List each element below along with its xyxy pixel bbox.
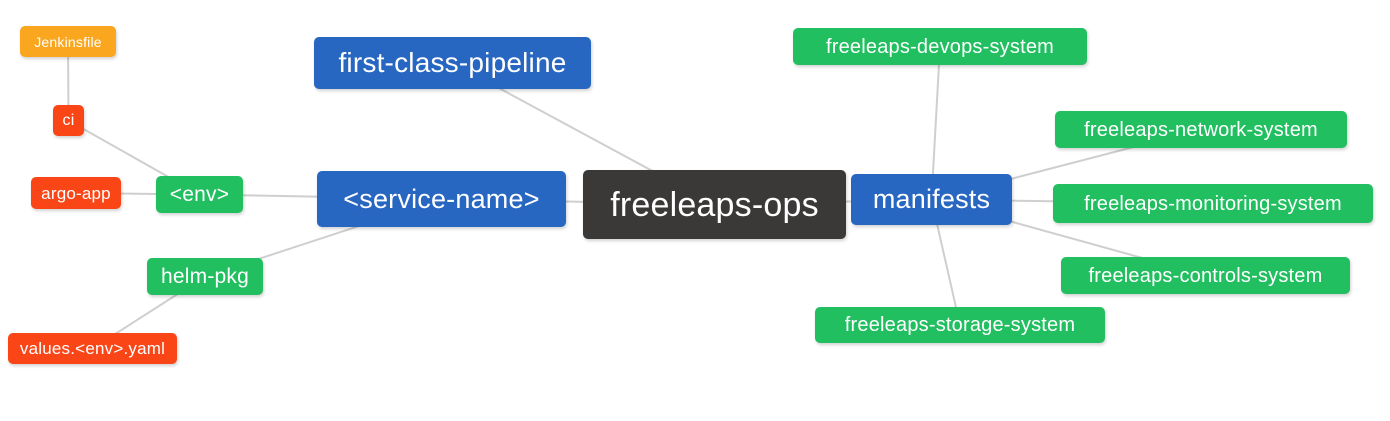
node-values-env-yaml[interactable]: values.<env>.yaml bbox=[8, 333, 177, 364]
node-service-name[interactable]: <service-name> bbox=[317, 171, 566, 227]
node-network-system[interactable]: freeleaps-network-system bbox=[1055, 111, 1347, 148]
node-monitoring-system[interactable]: freeleaps-monitoring-system bbox=[1053, 184, 1373, 223]
node-storage-system[interactable]: freeleaps-storage-system bbox=[815, 307, 1105, 343]
node-ci[interactable]: ci bbox=[53, 105, 84, 136]
node-env[interactable]: <env> bbox=[156, 176, 243, 213]
node-freeleaps-ops[interactable]: freeleaps-ops bbox=[583, 170, 846, 239]
node-manifests[interactable]: manifests bbox=[851, 174, 1012, 225]
node-first-class-pipeline[interactable]: first-class-pipeline bbox=[314, 37, 591, 89]
node-helm-pkg[interactable]: helm-pkg bbox=[147, 258, 263, 295]
node-jenkinsfile[interactable]: Jenkinsfile bbox=[20, 26, 116, 57]
node-argo-app[interactable]: argo-app bbox=[31, 177, 121, 209]
node-devops-system[interactable]: freeleaps-devops-system bbox=[793, 28, 1087, 65]
node-controls-system[interactable]: freeleaps-controls-system bbox=[1061, 257, 1350, 294]
